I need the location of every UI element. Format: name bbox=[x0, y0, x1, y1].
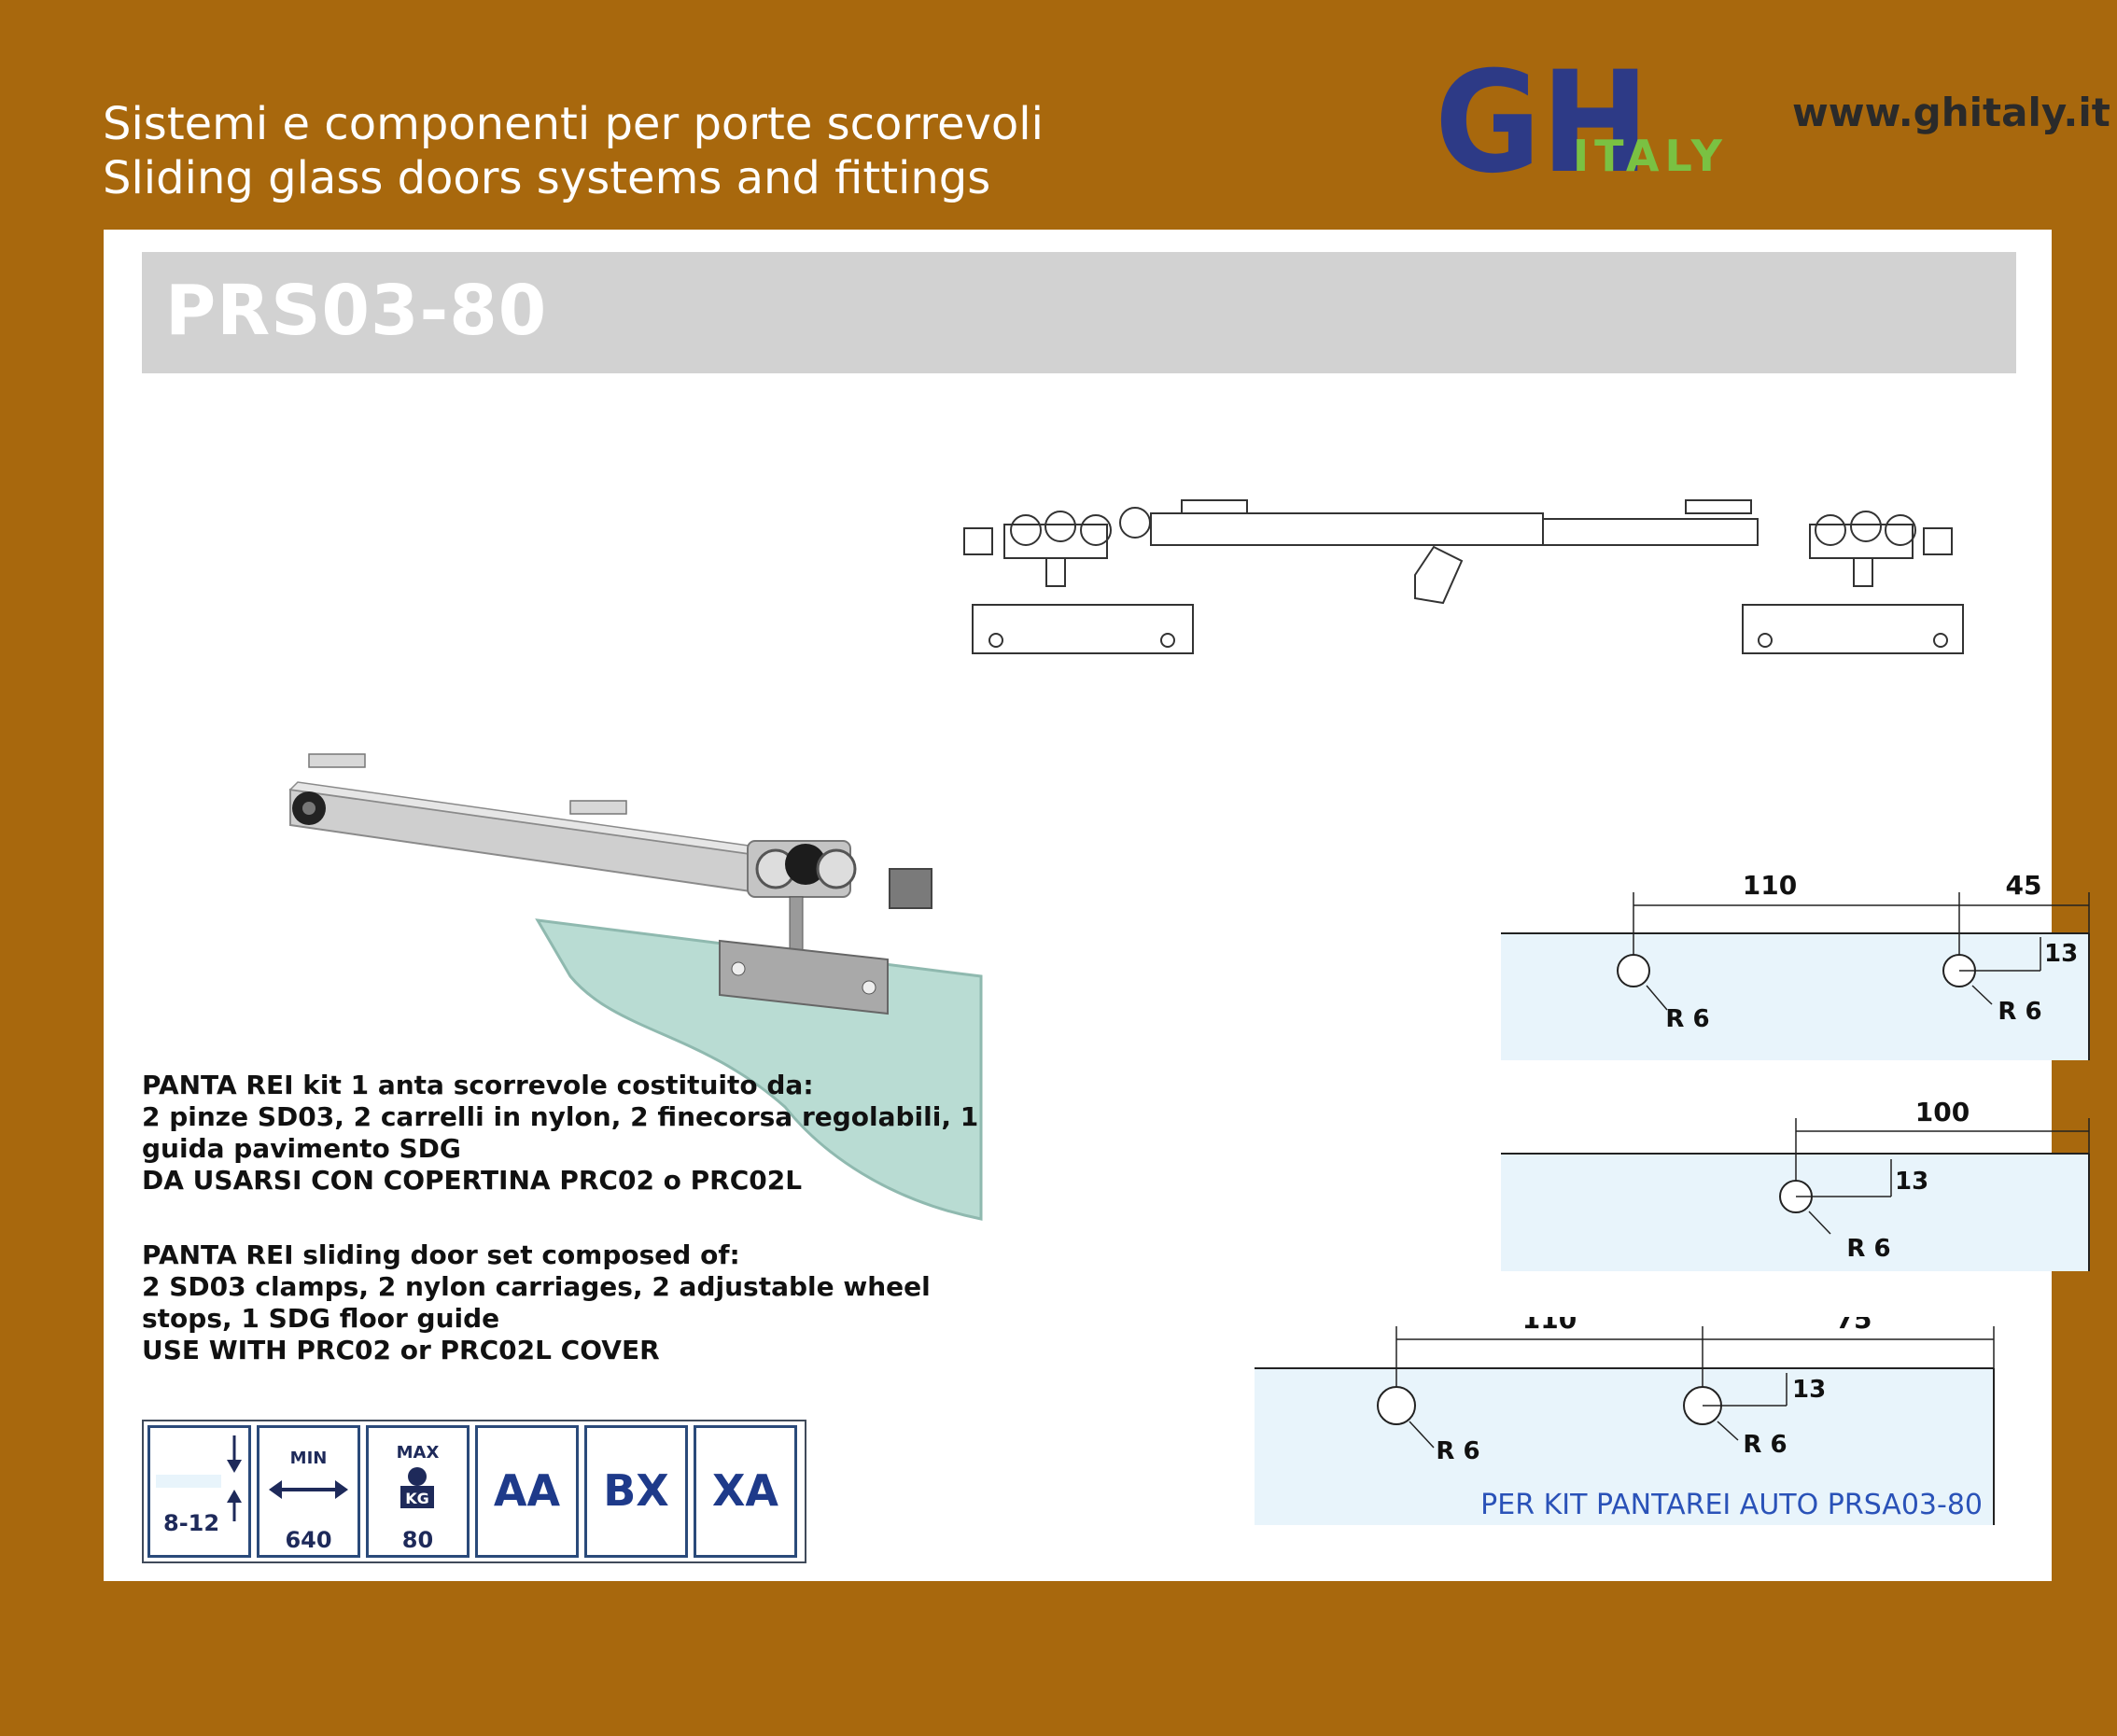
finish-bx-icon: BX bbox=[584, 1425, 688, 1558]
description-line: 2 SD03 clamps, 2 nylon carriages, 2 adju… bbox=[142, 1271, 931, 1302]
product-title-bar: PRS03-80 bbox=[142, 252, 2016, 373]
spec-icon-row: 8-12 MIN 640 MAX KG 80 AA BX bbox=[142, 1420, 806, 1563]
website-link[interactable]: www.ghitaly.it bbox=[1792, 90, 2110, 135]
drawing-1-radius-left: R 6 bbox=[1665, 1005, 1709, 1033]
glass-clamp bbox=[719, 939, 889, 1015]
ghitaly-logo: GH ITALY bbox=[1435, 51, 1728, 182]
drawing-stop-left bbox=[963, 527, 993, 555]
bumper-right bbox=[569, 800, 627, 815]
carriage-wheel bbox=[785, 844, 826, 885]
hanger-bolt bbox=[789, 896, 804, 954]
drawing-1-depth: 13 bbox=[2044, 940, 2078, 968]
auto-kit-note: PER KIT PANTAREI AUTO PRSA03-80 bbox=[1480, 1489, 1983, 1521]
logo-italy-text: ITALY bbox=[1573, 131, 1728, 181]
description-line: DA USARSI CON COPERTINA PRC02 o PRC02L bbox=[142, 1165, 803, 1196]
finish-xa-label: XA bbox=[711, 1465, 779, 1516]
drawing-1-radius-right: R 6 bbox=[1998, 998, 2041, 1026]
product-sheet-panel: PRS03-80 bbox=[104, 230, 2090, 1581]
min-label: MIN bbox=[289, 1449, 328, 1468]
product-3d-illustration bbox=[288, 753, 983, 1221]
description-line: 2 pinze SD03, 2 carrelli in nylon, 2 fin… bbox=[142, 1101, 979, 1132]
drawing-clamp-right bbox=[1742, 604, 1964, 654]
product-code: PRS03-80 bbox=[165, 271, 548, 351]
drawing-3-dim-110: 110 bbox=[1522, 1317, 1577, 1335]
description-line: guida pavimento SDG bbox=[142, 1133, 461, 1164]
kg-label: KG bbox=[405, 1490, 429, 1507]
description-english: PANTA REI sliding door set composed of: … bbox=[142, 1239, 931, 1366]
description-line: PANTA REI kit 1 anta scorrevole costitui… bbox=[142, 1070, 814, 1100]
glass-thickness-icon: 8-12 bbox=[147, 1425, 251, 1558]
drawing-clamp-left bbox=[972, 604, 1194, 654]
max-weight-icon: MAX KG 80 bbox=[366, 1425, 470, 1558]
drawing-3-radius-right: R 6 bbox=[1743, 1431, 1787, 1459]
finish-aa-label: AA bbox=[493, 1465, 561, 1516]
finish-xa-icon: XA bbox=[694, 1425, 797, 1558]
drawing-2-depth: 13 bbox=[1895, 1168, 1928, 1196]
max-weight-value: 80 bbox=[401, 1527, 434, 1553]
drawing-stop-right bbox=[1923, 527, 1953, 555]
drawing-3-radius-left: R 6 bbox=[1436, 1437, 1479, 1465]
max-label: MAX bbox=[396, 1443, 440, 1463]
drawing-3-dim-75: 75 bbox=[1836, 1317, 1872, 1335]
min-width-icon: MIN 640 bbox=[257, 1425, 360, 1558]
weight-icon: KG bbox=[400, 1467, 434, 1508]
header-italian-tagline: Sistemi e componenti per porte scorrevol… bbox=[103, 98, 1044, 150]
drawing-3-depth: 13 bbox=[1792, 1376, 1826, 1404]
drawing-rail bbox=[1150, 512, 1544, 546]
technical-drawings-top bbox=[963, 499, 1964, 654]
drawing-2: 100 13 R 6 bbox=[1501, 1097, 2090, 1271]
finish-aa-icon: AA bbox=[475, 1425, 579, 1558]
bumper-left bbox=[308, 753, 366, 768]
description-line: stops, 1 SDG floor guide bbox=[142, 1303, 500, 1334]
min-width-value: 640 bbox=[285, 1527, 332, 1553]
drawing-1-dim-110: 110 bbox=[1743, 870, 1797, 901]
drawing-3: 110 75 13 R 6 R 6 PER KIT PANTAREI AUTO … bbox=[1255, 1317, 1995, 1525]
finish-bx-label: BX bbox=[603, 1465, 669, 1516]
description-line: USE WITH PRC02 or PRC02L COVER bbox=[142, 1335, 660, 1365]
logo-gh-text: GH bbox=[1435, 51, 1649, 182]
header-english-tagline: Sliding glass doors systems and fittings bbox=[103, 152, 991, 204]
drawing-floor-guide bbox=[1414, 545, 1464, 605]
double-arrow-icon bbox=[269, 1480, 348, 1499]
drawing-1-dim-45: 45 bbox=[2006, 870, 2042, 901]
glass-thickness-value: 8-12 bbox=[163, 1510, 220, 1536]
drawing-1: 110 45 13 R 6 R 6 bbox=[1501, 870, 2090, 1060]
description-line: PANTA REI sliding door set composed of: bbox=[142, 1239, 740, 1270]
wheel-stop-block bbox=[889, 868, 932, 909]
dimension-drawings: 110 45 13 R 6 R 6 100 13 R 6 bbox=[1501, 870, 2090, 1271]
drawing-2-radius: R 6 bbox=[1846, 1235, 1890, 1263]
drawing-2-dim-100: 100 bbox=[1915, 1097, 1970, 1127]
description-italian: PANTA REI kit 1 anta scorrevole costitui… bbox=[142, 1070, 979, 1197]
